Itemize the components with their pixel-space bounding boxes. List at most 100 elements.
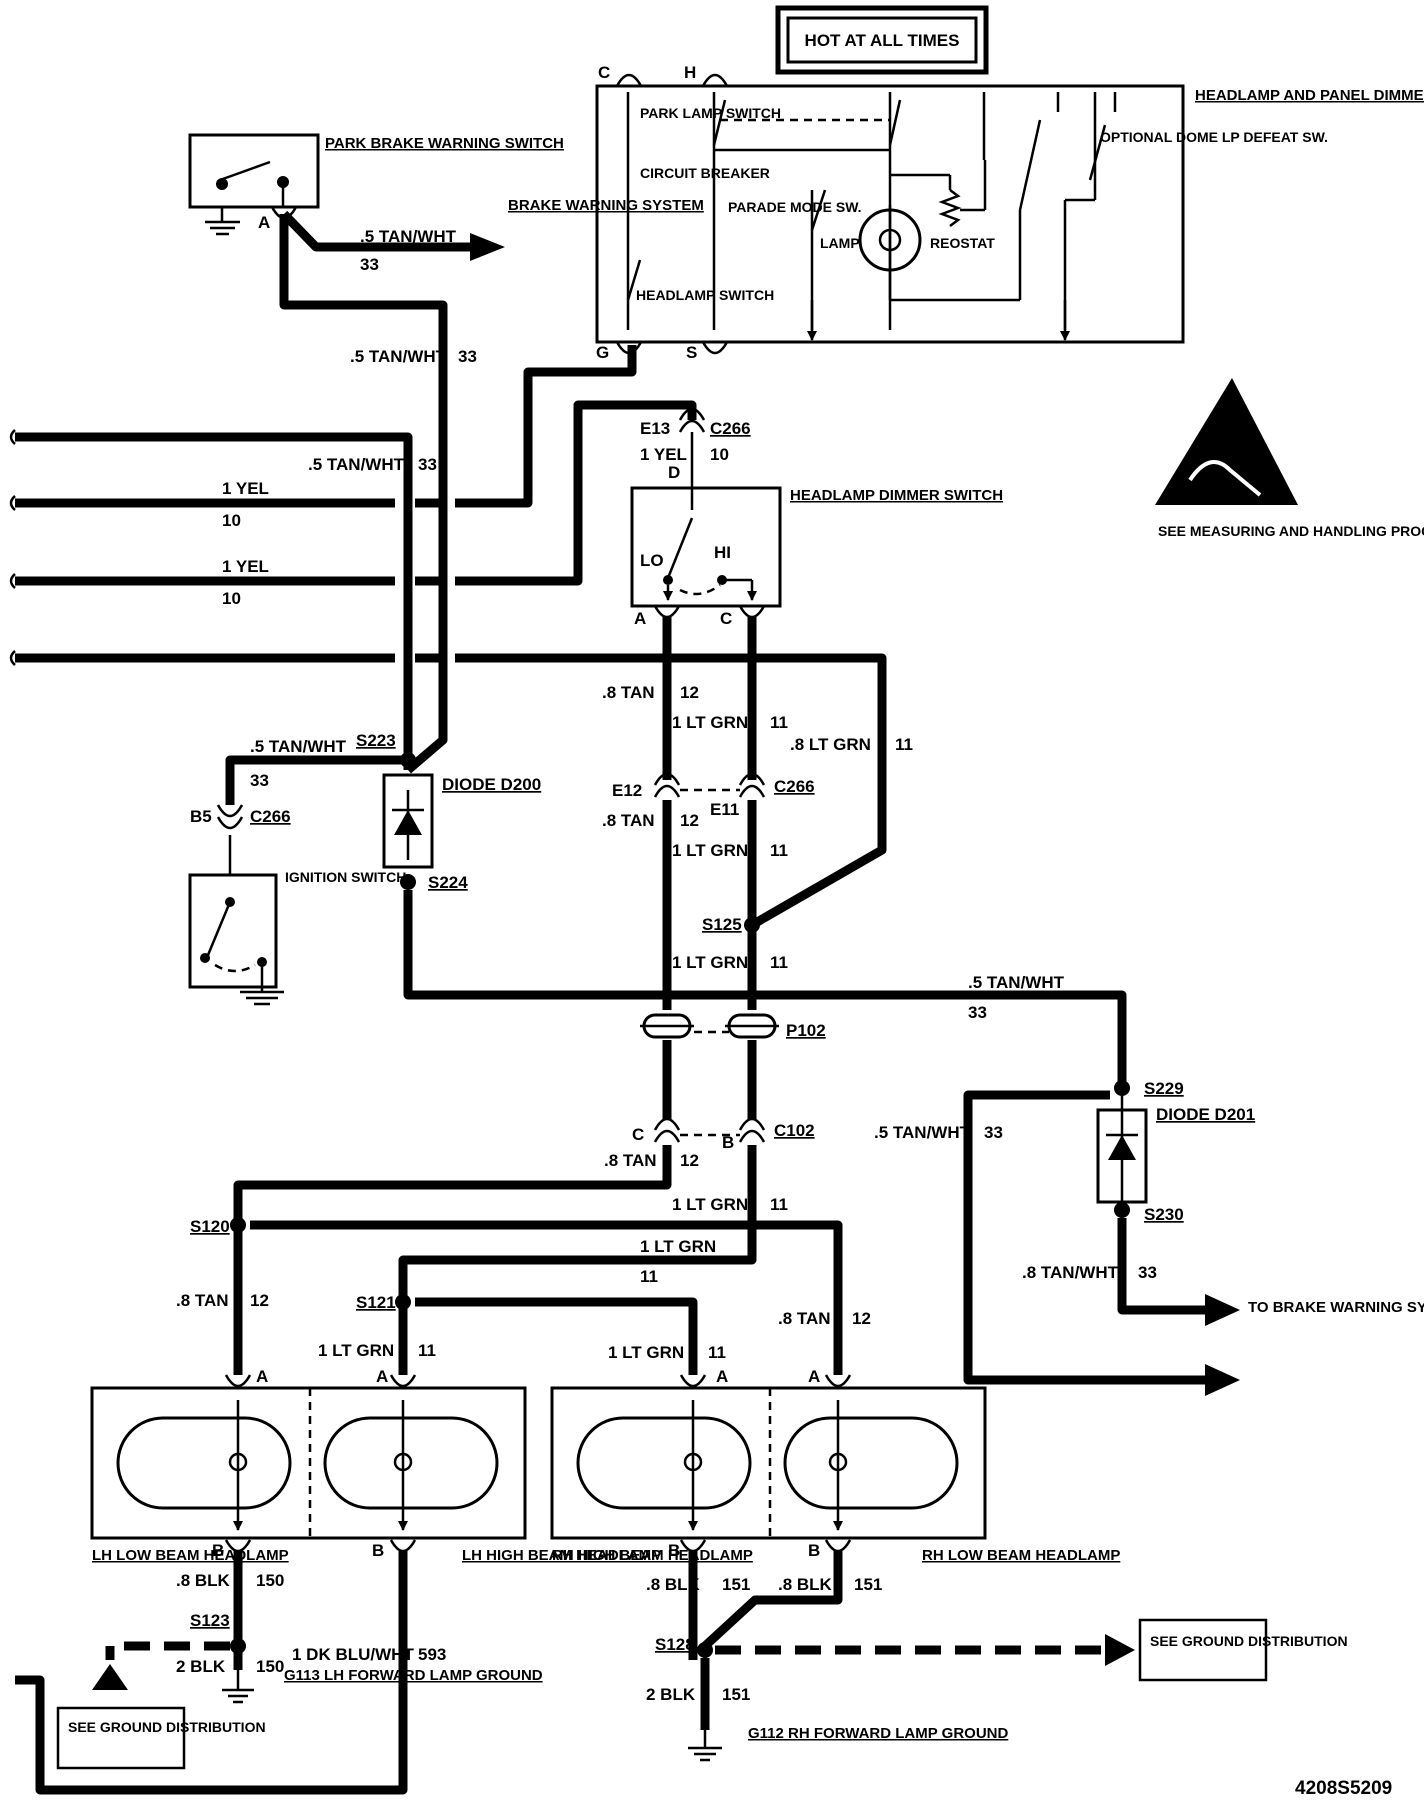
svg-text:A: A xyxy=(256,1367,268,1386)
svg-text:CIRCUIT BREAKER: CIRCUIT BREAKER xyxy=(640,165,770,181)
svg-text:.8 BLK: .8 BLK xyxy=(646,1575,701,1594)
c102-connector: C B C102 .8 TAN 12 1 LT GRN 11 xyxy=(604,1117,815,1214)
svg-text:33: 33 xyxy=(968,1003,987,1022)
svg-text:C: C xyxy=(632,1125,644,1144)
diode-d200: S223 DIODE D200 S224 .5 TAN/WHT 33 xyxy=(356,731,1127,1088)
svg-text:S: S xyxy=(686,343,697,362)
p102-connector: P102 xyxy=(640,1013,826,1120)
svg-text:TO BRAKE WARNING SYSTEMS: TO BRAKE WARNING SYSTEMS xyxy=(1248,1299,1424,1316)
dimmer-output-wires: .8 TAN 12 1 LT GRN 11 .8 LT GRN 11 E12 E… xyxy=(602,616,913,1010)
svg-text:G: G xyxy=(596,343,609,362)
svg-text:.5 TAN/WHT: .5 TAN/WHT xyxy=(350,347,447,366)
svg-text:11: 11 xyxy=(895,735,913,754)
svg-text:REOSTAT: REOSTAT xyxy=(930,235,995,251)
svg-text:.8 TAN: .8 TAN xyxy=(176,1291,229,1310)
svg-text:B: B xyxy=(722,1133,734,1152)
svg-text:HEADLAMP DIMMER SWITCH: HEADLAMP DIMMER SWITCH xyxy=(790,487,1003,504)
svg-text:S223: S223 xyxy=(356,731,396,750)
svg-text:B5: B5 xyxy=(190,807,212,826)
headlamp-feed-wires: S120 1 LT GRN 11 S121 .8 TAN 12 1 LT GRN… xyxy=(176,1145,871,1375)
svg-text:.8 TAN: .8 TAN xyxy=(604,1151,657,1170)
svg-text:1 YEL: 1 YEL xyxy=(222,557,269,576)
svg-text:C: C xyxy=(720,609,732,628)
svg-text:BRAKE WARNING SYSTEM: BRAKE WARNING SYSTEM xyxy=(508,197,704,214)
svg-text:150: 150 xyxy=(256,1657,284,1676)
svg-text:1 YEL: 1 YEL xyxy=(640,445,687,464)
svg-text:33: 33 xyxy=(984,1123,1003,1142)
svg-text:B: B xyxy=(372,1541,384,1560)
lh-ground-circuit: .8 BLK 150 S123 2 BLK 150 G113 LH FORWAR… xyxy=(15,1550,543,1795)
svg-text:E12: E12 xyxy=(612,781,642,800)
figure-id: 4208S5209 xyxy=(1295,1778,1392,1799)
svg-text:12: 12 xyxy=(680,683,699,702)
svg-text:LH LOW BEAM HEADLAMP: LH LOW BEAM HEADLAMP xyxy=(92,1547,289,1564)
svg-text:HI: HI xyxy=(714,543,731,562)
svg-text:10: 10 xyxy=(710,445,729,464)
svg-text:HOT AT ALL TIMES: HOT AT ALL TIMES xyxy=(805,31,960,50)
svg-text:.5 TAN/WHT: .5 TAN/WHT xyxy=(308,455,405,474)
svg-text:12: 12 xyxy=(852,1309,871,1328)
svg-text:.8 BLK: .8 BLK xyxy=(176,1571,231,1590)
svg-text:12: 12 xyxy=(250,1291,269,1310)
svg-text:12: 12 xyxy=(680,811,699,830)
svg-text:A: A xyxy=(808,1367,820,1386)
svg-text:10: 10 xyxy=(222,511,241,530)
brake-warning-branch: .5 TAN/WHT 33 BRAKE WARNING SYSTEM xyxy=(280,197,704,274)
svg-text:.5 TAN/WHT: .5 TAN/WHT xyxy=(250,737,347,756)
svg-text:HEADLAMP SWITCH: HEADLAMP SWITCH xyxy=(636,287,774,303)
svg-text:.8 TAN: .8 TAN xyxy=(778,1309,831,1328)
svg-text:A: A xyxy=(376,1367,388,1386)
svg-text:1 LT GRN: 1 LT GRN xyxy=(672,953,748,972)
svg-text:S125: S125 xyxy=(702,915,742,934)
svg-text:A: A xyxy=(258,213,270,232)
left-incoming-wires: .5 TAN/WHT 33 1 YEL 10 1 YEL 10 xyxy=(9,345,887,929)
svg-text:.8 LT GRN: .8 LT GRN xyxy=(790,735,871,754)
svg-text:DIODE D201: DIODE D201 xyxy=(1156,1105,1255,1124)
svg-text:LO: LO xyxy=(640,551,664,570)
svg-text:151: 151 xyxy=(722,1685,750,1704)
svg-text:11: 11 xyxy=(770,713,788,732)
svg-text:IGNITION SWITCH: IGNITION SWITCH xyxy=(285,869,406,885)
svg-text:11: 11 xyxy=(708,1343,726,1362)
svg-text:33: 33 xyxy=(418,455,437,474)
svg-text:PARK BRAKE WARNING SWITCH: PARK BRAKE WARNING SWITCH xyxy=(325,135,564,152)
svg-text:.5 TAN/WHT: .5 TAN/WHT xyxy=(360,227,457,246)
svg-text:S229: S229 xyxy=(1144,1079,1184,1098)
svg-text:HEADLAMP AND PANEL DIMMER SWIT: HEADLAMP AND PANEL DIMMER SWITCH xyxy=(1195,87,1424,104)
svg-text:S128: S128 xyxy=(655,1635,695,1654)
svg-text:B: B xyxy=(808,1541,820,1560)
svg-text:.5 TAN/WHT: .5 TAN/WHT xyxy=(968,973,1065,992)
svg-text:C266: C266 xyxy=(250,807,291,826)
svg-text:11: 11 xyxy=(640,1267,658,1286)
svg-text:C: C xyxy=(598,63,610,82)
svg-text:P102: P102 xyxy=(786,1021,826,1040)
diode-d201: S229 DIODE D201 S230 .8 TAN/WHT 33 TO BR… xyxy=(874,1079,1424,1396)
hot-at-all-times-label: HOT AT ALL TIMES xyxy=(775,5,989,75)
svg-text:.8 TAN: .8 TAN xyxy=(602,683,655,702)
svg-text:151: 151 xyxy=(854,1575,882,1594)
svg-text:D: D xyxy=(668,463,680,482)
svg-text:S230: S230 xyxy=(1144,1205,1184,1224)
svg-text:.5 TAN/WHT: .5 TAN/WHT xyxy=(874,1123,971,1142)
lh-headlamp-assembly: A A B B LH LOW BEAM HEADLAMP LH HIGH BEA… xyxy=(90,1367,661,1564)
tan-wht-33-wire: .5 TAN/WHT 33 xyxy=(279,214,477,774)
svg-text:593: 593 xyxy=(418,1645,446,1664)
svg-text:B: B xyxy=(212,1541,224,1560)
svg-text:1 YEL: 1 YEL xyxy=(222,479,269,498)
svg-text:E13: E13 xyxy=(640,419,670,438)
svg-text:1 LT GRN: 1 LT GRN xyxy=(608,1343,684,1362)
svg-text:G113 LH FORWARD LAMP GROUND: G113 LH FORWARD LAMP GROUND xyxy=(284,1667,543,1684)
svg-text:C266: C266 xyxy=(710,419,751,438)
svg-text:33: 33 xyxy=(458,347,477,366)
svg-text:RH LOW BEAM HEADLAMP: RH LOW BEAM HEADLAMP xyxy=(922,1547,1120,1564)
svg-text:1 LT GRN: 1 LT GRN xyxy=(318,1341,394,1360)
svg-text:S123: S123 xyxy=(190,1611,230,1630)
svg-text:LAMP: LAMP xyxy=(820,235,860,251)
headlamp-dimmer-switch: E13 C266 1 YEL 10 D LO HI HEADLAMP DIMME… xyxy=(630,407,1003,628)
svg-text:C102: C102 xyxy=(774,1121,815,1140)
svg-text:33: 33 xyxy=(1138,1263,1157,1282)
svg-text:A: A xyxy=(634,609,646,628)
svg-text:33: 33 xyxy=(250,771,269,790)
svg-text:H: H xyxy=(684,63,696,82)
